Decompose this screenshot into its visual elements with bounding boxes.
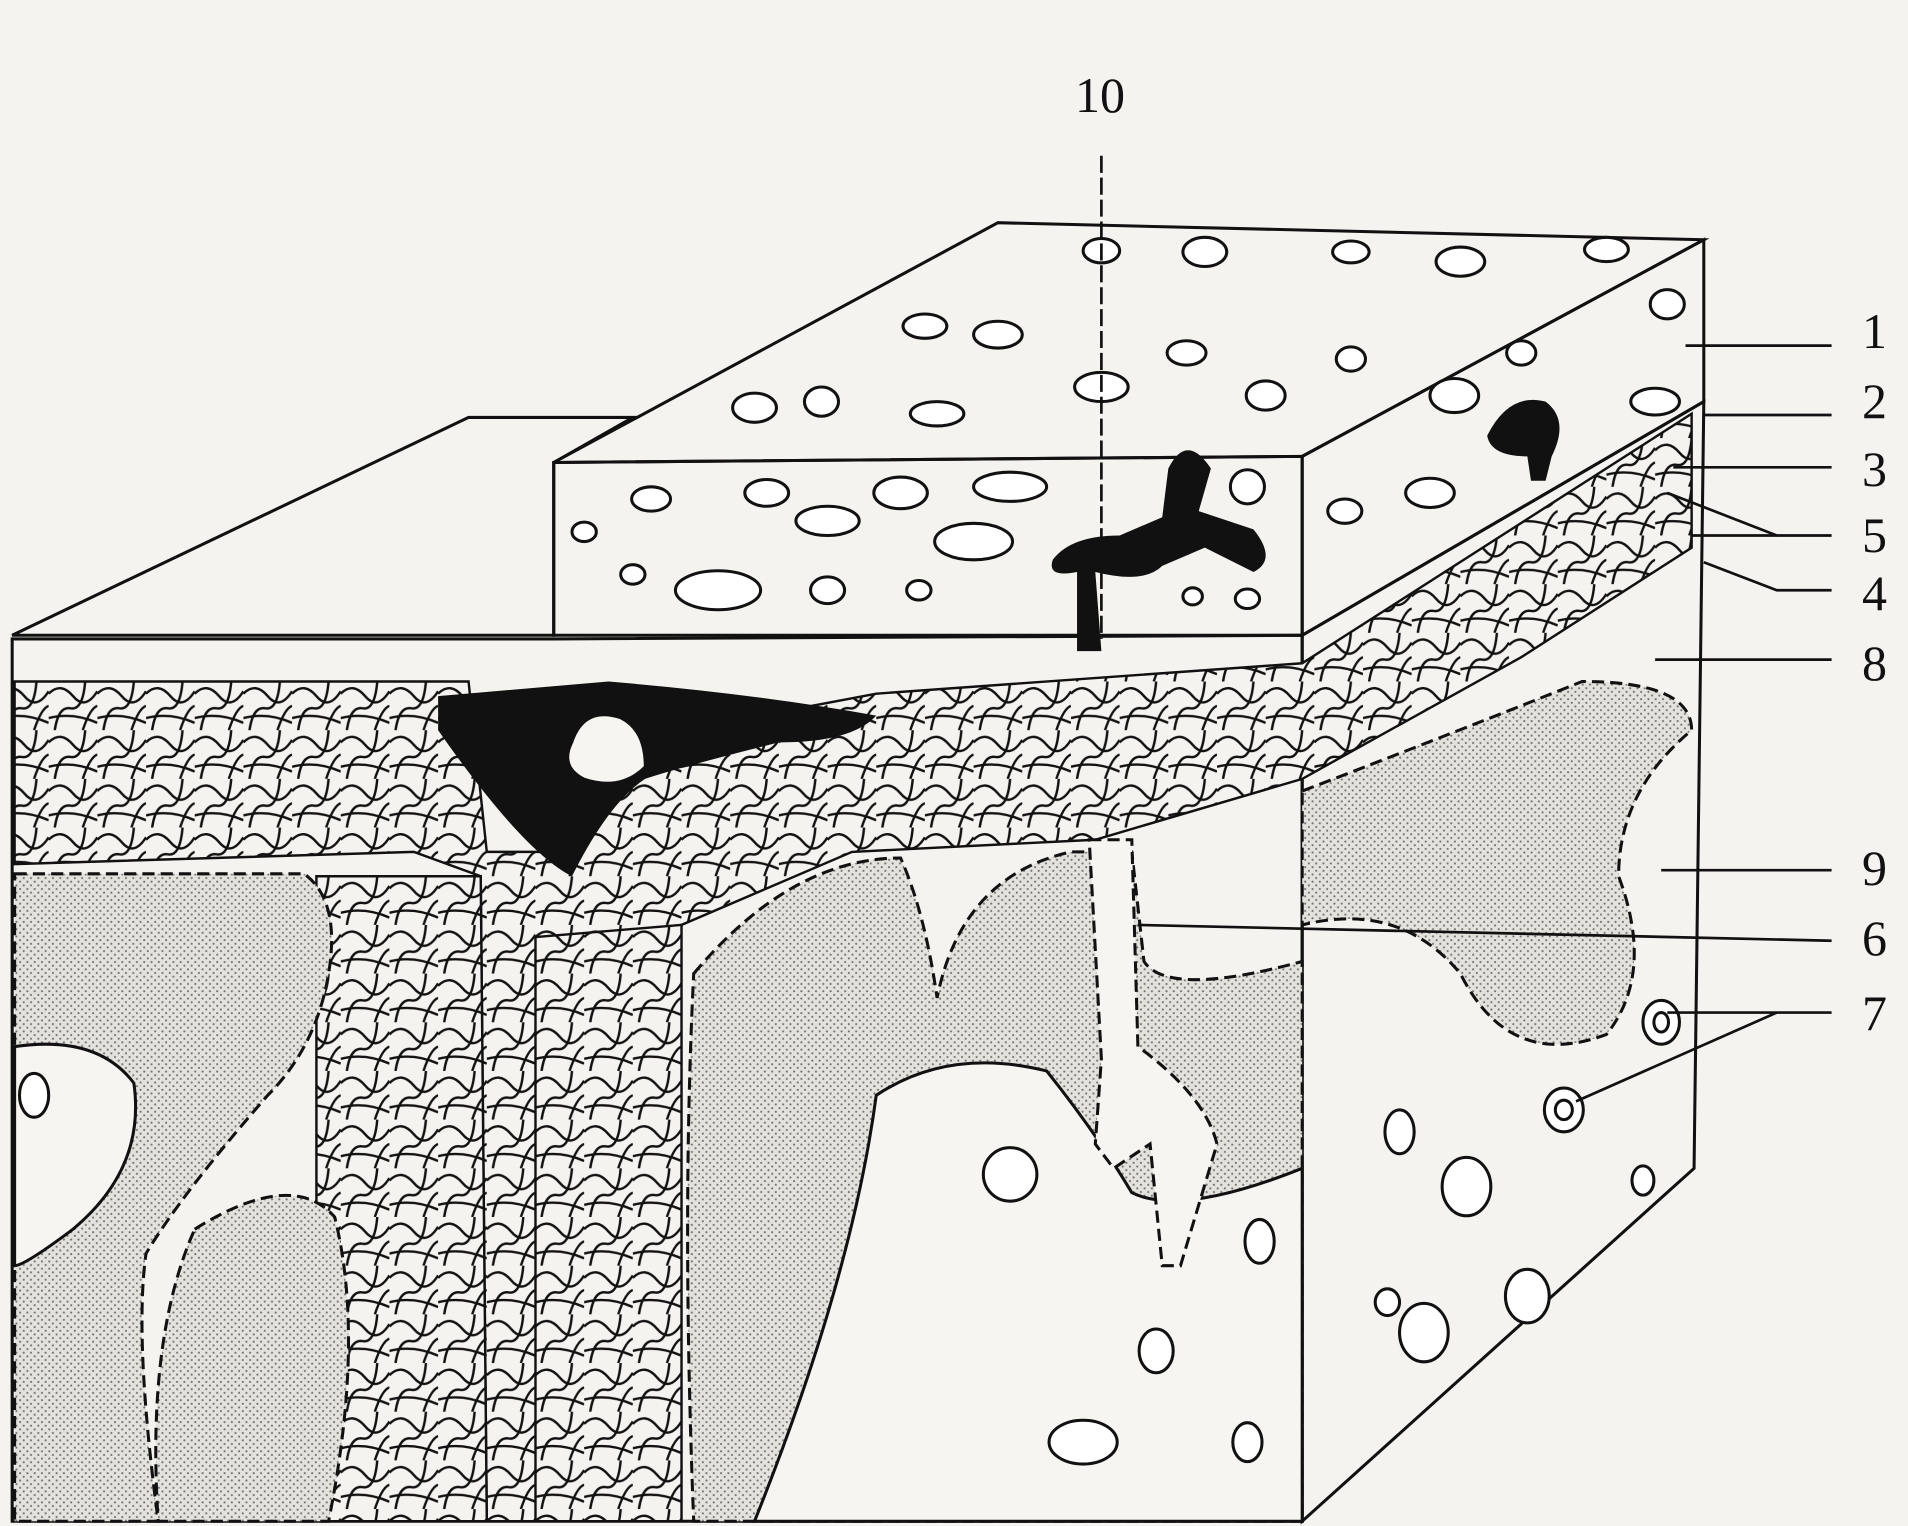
vessel-cross-sections: [17, 998, 1681, 1466]
cortex-right-gyrus: [1300, 679, 1694, 1046]
lacuna-granulation: [1487, 399, 1560, 481]
label-2: 2: [1862, 373, 1887, 429]
label-7: 7: [1862, 985, 1887, 1041]
label-9: 9: [1862, 840, 1887, 896]
diploe-holes: [570, 235, 1686, 612]
superior-sagittal-sinus: [438, 681, 877, 877]
cortex-left-lobe: [154, 1193, 351, 1523]
penetrating-vessel: [1087, 838, 1219, 1268]
diploic-vein: [1051, 450, 1266, 652]
leader-7b: [1575, 1011, 1778, 1103]
label-8: 8: [1862, 635, 1887, 691]
arachnoid-granulation: [566, 713, 647, 785]
label-6: 6: [1862, 910, 1887, 966]
label-5: 5: [1862, 507, 1887, 563]
leader-4: [1703, 561, 1832, 592]
label-4: 4: [1862, 565, 1887, 621]
label-3: 3: [1862, 441, 1887, 497]
leader-6: [1137, 923, 1832, 943]
label-10: 10: [1075, 67, 1125, 123]
left-skull-top-face: [11, 415, 639, 637]
cortex-left-gyrus: [13, 872, 334, 1523]
label-1: 1: [1862, 303, 1887, 359]
